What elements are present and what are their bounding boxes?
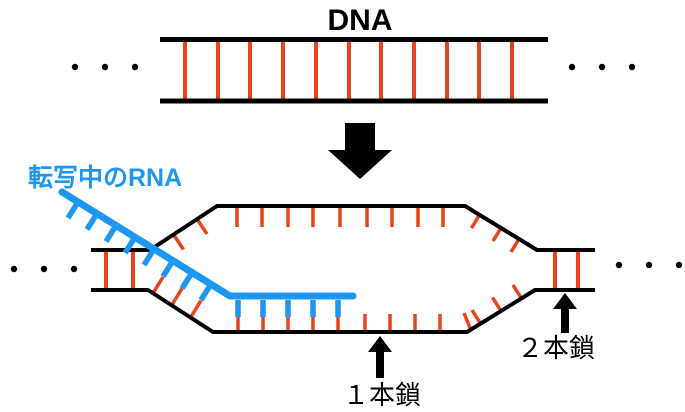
double-strand-label: ２本鎖 — [517, 333, 595, 363]
bottom-dna-strands — [91, 204, 595, 334]
down-arrow-icon — [328, 123, 392, 179]
bubble-upper-rungs — [172, 208, 521, 253]
dna-title: DNA — [328, 4, 393, 37]
bottom-dna-upper-strand — [91, 204, 595, 252]
right-duplex-rungs — [553, 251, 580, 289]
rna-backbone — [58, 188, 357, 300]
double-strand-arrow-icon — [553, 293, 577, 333]
rna-label: 転写中のRNA — [28, 164, 182, 192]
top-dna — [71, 37, 636, 104]
bottom-dna — [10, 188, 683, 378]
rna-strand — [58, 188, 357, 317]
left-duplex-rungs — [104, 252, 135, 288]
bubble-lower-rungs — [152, 276, 523, 331]
top-dna-strands — [160, 37, 548, 104]
bottom-right-ellipsis-dots — [615, 261, 683, 269]
top-right-ellipsis-dots — [568, 63, 636, 71]
single-strand-arrow-icon — [368, 336, 392, 378]
top-dna-rungs — [183, 41, 514, 100]
bottom-dna-lower-strand — [91, 288, 595, 334]
single-strand-label: １本鎖 — [343, 380, 421, 410]
top-left-ellipsis-dots — [71, 63, 139, 71]
bottom-left-ellipsis-dots — [10, 265, 78, 273]
